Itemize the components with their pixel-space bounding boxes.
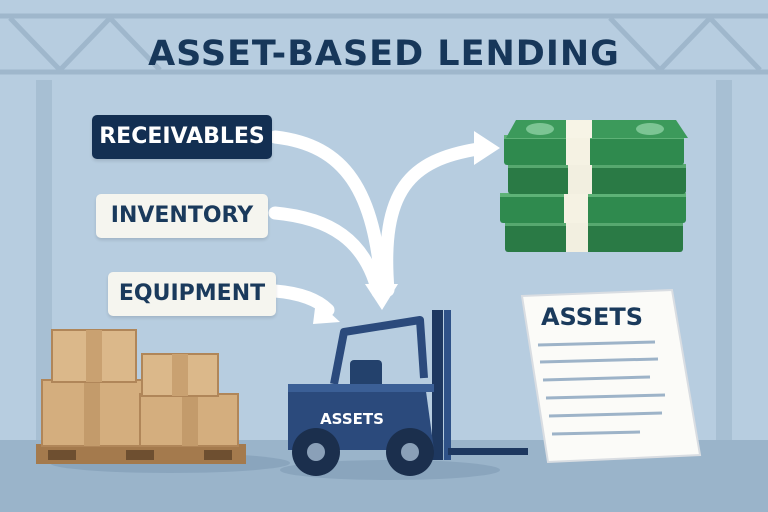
forklift-wheel — [292, 428, 340, 476]
document-text-lines — [537, 340, 666, 436]
cardboard-box — [141, 353, 219, 397]
forklift: ASSETS — [288, 310, 528, 476]
flow-arrows — [268, 130, 485, 317]
page-title: ASSET-BASED LENDING — [148, 34, 620, 74]
forklift-fork — [448, 448, 528, 455]
assets-document: ASSETS — [520, 288, 702, 464]
forklift-cab-frame — [330, 316, 428, 385]
arrow-inventory — [268, 206, 385, 299]
cardboard-box — [41, 379, 143, 447]
arrow-head-down — [365, 284, 398, 310]
arrow-head-equipment — [313, 300, 340, 324]
forklift-mast — [432, 310, 443, 460]
cash-bundle — [508, 164, 686, 194]
arrow-equipment — [268, 284, 335, 317]
cardboard-box — [139, 393, 239, 447]
cash-bundle-top — [506, 120, 688, 138]
cash-stack — [500, 120, 688, 252]
forklift-label: ASSETS — [320, 410, 384, 428]
inventory-label: INVENTORY — [96, 194, 268, 238]
forklift-wheel — [386, 428, 434, 476]
forklift-seat — [350, 360, 382, 388]
boxes-pallet — [36, 329, 246, 464]
cash-bundle — [504, 135, 684, 165]
cash-bundle — [500, 193, 686, 223]
cash-bundle — [505, 222, 683, 252]
receivables-label: RECEIVABLES — [92, 115, 272, 159]
equipment-label: EQUIPMENT — [108, 272, 276, 316]
cardboard-box — [51, 329, 137, 383]
arrow-head-right — [474, 131, 500, 165]
arrow-to-cash — [380, 142, 485, 297]
arrow-receivables — [268, 130, 389, 299]
document-title: ASSETS — [541, 303, 643, 331]
